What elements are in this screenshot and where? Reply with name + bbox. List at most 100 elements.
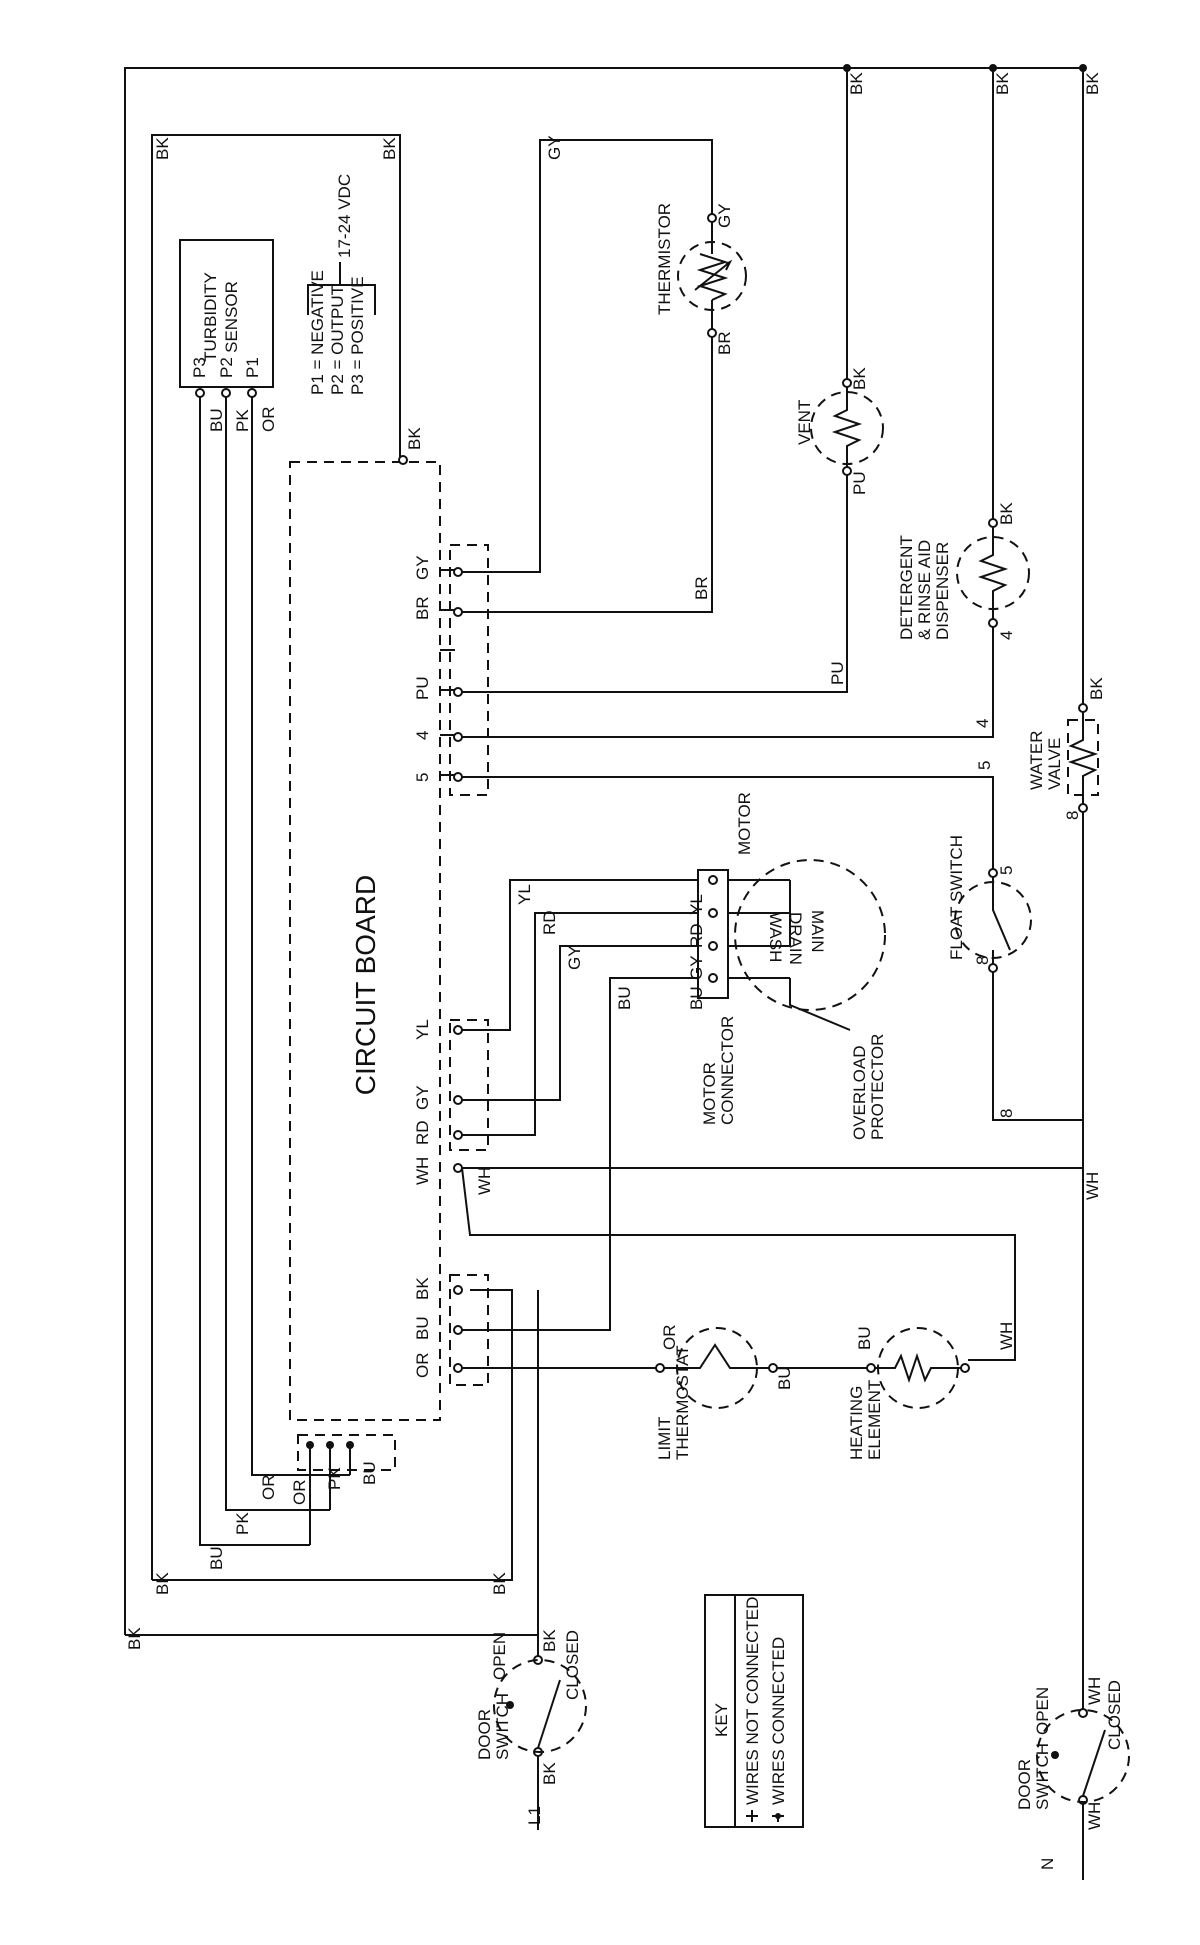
detergent-dispenser: DETERGENT & RINSE AID DISPENSER BK 4 4 B… bbox=[462, 68, 1030, 738]
wire-label-gy-motor: GY bbox=[565, 945, 584, 970]
pin-gy-board-2: GY bbox=[413, 1085, 432, 1110]
wire-label-pu-low: PU bbox=[828, 661, 847, 685]
motor-label: MOTOR bbox=[735, 792, 754, 855]
wire-label-bk-vent: BK bbox=[850, 367, 869, 390]
motor-connector-label-2: CONNECTOR bbox=[718, 1016, 737, 1125]
wire-label-bk-board: BK bbox=[405, 427, 424, 450]
key-connected: WIRES CONNECTED bbox=[769, 1637, 788, 1805]
pin-gy-board: GY bbox=[413, 555, 432, 580]
main-bk-wires bbox=[124, 67, 1083, 1656]
heating-element-label-1: HEATING bbox=[847, 1386, 866, 1460]
pin-5-board: 5 bbox=[413, 773, 432, 782]
circuit-board: CIRCUIT BOARD BK GY BR PU 4 5 YL GY RD W… bbox=[289, 427, 489, 1545]
circuit-board-title: CIRCUIT BOARD bbox=[350, 875, 381, 1095]
wire-label-bu-heat: BU bbox=[855, 1326, 874, 1350]
label-n: N bbox=[1038, 1858, 1057, 1870]
wire-label-pk-sensor: PK bbox=[233, 409, 252, 432]
overload-label-2: PROTECTOR bbox=[868, 1034, 887, 1140]
turbidity-sensor: TURBIDITY SENSOR P3 P2 P1 BU PK OR BU PK… bbox=[179, 239, 350, 1570]
pin-wh-board: WH bbox=[413, 1157, 432, 1185]
water-valve-outline bbox=[1067, 719, 1099, 796]
wire-label-rd-motor: RD bbox=[540, 910, 559, 935]
sensor-voltage: 17-24 VDC bbox=[335, 174, 354, 258]
wire-label-bu-motor: BU bbox=[615, 986, 634, 1010]
door-switch-n: DOOR SWITCH OPEN CLOSED WH WH N bbox=[1015, 1677, 1130, 1880]
door-switch-n-outline bbox=[1036, 1709, 1130, 1803]
wire-label-bu-sensor-bottom: BU bbox=[207, 1546, 226, 1570]
overload-label-1: OVERLOAD bbox=[850, 1046, 869, 1140]
float-switch-label: FLOAT SWITCH bbox=[947, 835, 966, 960]
motor-pin-rd: RD bbox=[687, 923, 706, 948]
winding-drain: DRAIN bbox=[786, 912, 805, 965]
wire-label-wh-right: WH bbox=[1083, 1172, 1102, 1200]
wire-label-bu-board: BU bbox=[360, 1461, 379, 1485]
key-title: KEY bbox=[712, 1703, 731, 1737]
wire-label-or-sensor-bottom: OR bbox=[259, 1475, 278, 1501]
door-switch-n-closed: CLOSED bbox=[1105, 1680, 1124, 1750]
door-switch-l1-open: OPEN bbox=[490, 1632, 509, 1680]
motor-pin-yl: YL bbox=[687, 894, 706, 915]
wire-label-8-bottom: 8 bbox=[997, 1109, 1016, 1118]
wire-label-8-valve: 8 bbox=[1063, 811, 1082, 820]
limit-thermostat-label-1: LIMIT bbox=[655, 1417, 674, 1460]
wire-label-5-switch: 5 bbox=[997, 866, 1016, 875]
wire-label-bk-top-2: BK bbox=[993, 72, 1012, 95]
pin-4-board: 4 bbox=[413, 731, 432, 740]
door-switch-l1-label-2: SWITCH bbox=[493, 1693, 512, 1760]
motor-board-connector bbox=[449, 1019, 489, 1151]
key-box bbox=[704, 1594, 804, 1828]
wire-label-pk-board: PK bbox=[325, 1467, 344, 1490]
wire-label-bu-thermostat: BU bbox=[775, 1366, 794, 1390]
wire-label-bk-5: BK bbox=[490, 1572, 509, 1595]
sensor-pin-legend: P1 = NEGATIVE P2 = OUTPUT P3 = POSITIVE … bbox=[307, 174, 376, 395]
sensor-pin-p1: P1 bbox=[243, 357, 262, 378]
wire-label-wh-door-low: WH bbox=[1085, 1802, 1104, 1830]
door-switch-l1: DOOR SWITCH OPEN CLOSED BK BK L1 bbox=[475, 1629, 587, 1830]
turbidity-sensor-title-1: TURBIDITY bbox=[201, 272, 220, 362]
dispenser-label-2: & RINSE AID bbox=[915, 540, 934, 640]
circuit-board-outline bbox=[289, 461, 441, 1421]
door-switch-n-label-2: SWITCH bbox=[1033, 1743, 1052, 1810]
sensor-board-connector bbox=[297, 1434, 396, 1471]
turbidity-sensor-box bbox=[179, 239, 274, 388]
pin-bk-board: BK bbox=[413, 1277, 432, 1300]
wire-label-pu-vent: PU bbox=[850, 471, 869, 495]
vent-outline bbox=[810, 391, 884, 465]
motor: MAIN DRAIN WASH MOTOR YL RD GY BU MOTOR … bbox=[462, 792, 887, 1331]
wire-label-4-dispenser: 4 bbox=[997, 631, 1016, 640]
wire-label-wh-door: WH bbox=[1085, 1677, 1104, 1705]
door-switch-n-open: OPEN bbox=[1033, 1687, 1052, 1735]
heating-element-outline bbox=[877, 1327, 959, 1409]
wire-label-gy-thermistor: GY bbox=[715, 203, 734, 228]
wire-label-or-sensor: OR bbox=[259, 407, 278, 433]
wire-label-bk-valve: BK bbox=[1087, 677, 1106, 700]
wire-label-wh-heat: WH bbox=[997, 1322, 1016, 1350]
wire-label-bk-1: BK bbox=[153, 137, 172, 160]
wire-label-gy-top: GY bbox=[545, 135, 564, 160]
wh-wires: WH WH bbox=[461, 1167, 1083, 1361]
wire-label-br-thermistor: BR bbox=[715, 331, 734, 355]
water-valve-label-2: VALVE bbox=[1045, 738, 1064, 790]
motor-pin-gy: GY bbox=[687, 955, 706, 980]
door-switch-l1-label-1: DOOR bbox=[475, 1709, 494, 1760]
legend-p2: P2 = OUTPUT bbox=[328, 285, 347, 395]
key-not-connected: WIRES NOT CONNECTED bbox=[743, 1597, 762, 1805]
thermistor: THERMISTOR GY GY BR BR bbox=[462, 135, 747, 613]
dispenser-outline bbox=[956, 536, 1030, 610]
pin-rd-board: RD bbox=[413, 1120, 432, 1145]
thermistor-label: THERMISTOR bbox=[655, 203, 674, 315]
motor-connector-label-1: MOTOR bbox=[700, 1062, 719, 1125]
heater-circuit: LIMIT THERMOSTAT HEATING ELEMENT OR BU B… bbox=[462, 1325, 970, 1460]
upper-connector bbox=[449, 544, 489, 796]
label-l1: L1 bbox=[525, 1806, 544, 1825]
pin-bu-board: BU bbox=[413, 1316, 432, 1340]
pin-yl-board: YL bbox=[413, 1019, 432, 1040]
float-switch: FLOAT SWITCH 5 5 8 8 bbox=[462, 761, 1083, 1121]
wire-label-or-board: OR bbox=[290, 1480, 309, 1506]
wire-label-yl-motor: YL bbox=[515, 884, 534, 905]
door-switch-n-label-1: DOOR bbox=[1015, 1759, 1034, 1810]
wire-label-pk-sensor-bottom: PK bbox=[233, 1512, 252, 1535]
motor-pin-bu: BU bbox=[687, 986, 706, 1010]
legend-p3: P3 = POSITIVE bbox=[348, 276, 367, 395]
